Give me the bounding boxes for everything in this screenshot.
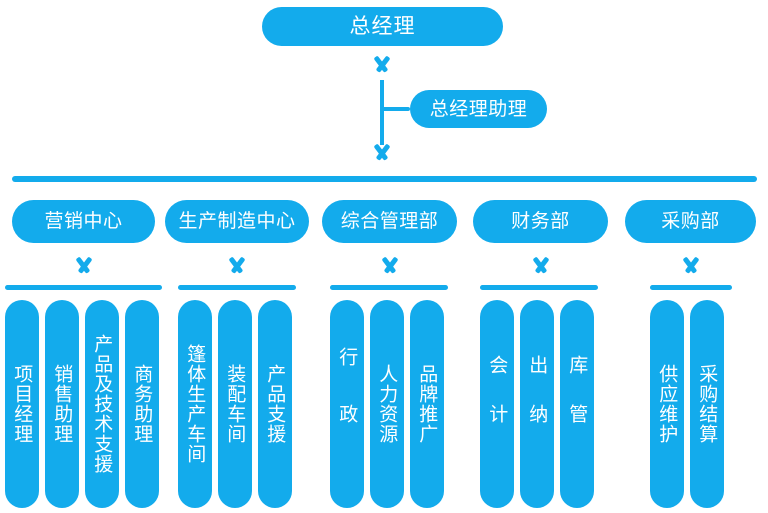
- leaf-label: 库管: [566, 355, 589, 453]
- dept-administration[interactable]: 综合管理部: [322, 200, 457, 243]
- leaf-finance-1[interactable]: 出纳: [520, 300, 554, 508]
- dept-production[interactable]: 生产制造中心: [165, 200, 309, 243]
- group-bus-purchasing: [650, 285, 732, 290]
- main-horizontal-bus: [12, 176, 757, 182]
- group-bus-finance: [480, 285, 598, 290]
- group-bus-production: [178, 285, 296, 290]
- leaf-label: 出纳: [526, 355, 549, 453]
- leaf-label: 装配车间: [224, 364, 247, 444]
- connector-gm-stem: [380, 80, 384, 145]
- leaf-administration-0[interactable]: 行政: [330, 300, 364, 508]
- node-general-manager[interactable]: 总经理: [262, 7, 503, 46]
- leaf-label: 项目经理: [11, 364, 34, 444]
- leaf-marketing-2[interactable]: 产品及技术支援: [85, 300, 119, 508]
- leaf-label: 采购结算: [696, 364, 719, 444]
- group-bus-marketing: [5, 285, 162, 290]
- chevron-down-icon-administration: [377, 258, 403, 273]
- leaf-purchasing-0[interactable]: 供应维护: [650, 300, 684, 508]
- leaf-marketing-3[interactable]: 商务助理: [125, 300, 159, 508]
- chevron-down-icon-gm: [369, 57, 395, 72]
- chevron-down-icon-purchasing: [678, 258, 704, 273]
- chevron-down-icon-finance: [528, 258, 554, 273]
- dept-finance[interactable]: 财务部: [473, 200, 608, 243]
- chevron-down-icon-marketing: [71, 258, 97, 273]
- chevron-down-icon-to-bus: [369, 145, 395, 160]
- leaf-label: 产品支援: [264, 364, 287, 444]
- leaf-label: 会计: [486, 355, 509, 453]
- connector-assistant-tee: [380, 107, 410, 111]
- leaf-label: 人力资源: [376, 364, 399, 444]
- leaf-production-1[interactable]: 装配车间: [218, 300, 252, 508]
- leaf-purchasing-1[interactable]: 采购结算: [690, 300, 724, 508]
- leaf-label: 销售助理: [51, 364, 74, 444]
- leaf-marketing-1[interactable]: 销售助理: [45, 300, 79, 508]
- leaf-label: 供应维护: [656, 364, 679, 444]
- dept-marketing[interactable]: 营销中心: [12, 200, 155, 243]
- node-general-manager-assistant[interactable]: 总经理助理: [410, 90, 547, 128]
- leaf-production-0[interactable]: 篷体生产车间: [178, 300, 212, 508]
- leaf-production-2[interactable]: 产品支援: [258, 300, 292, 508]
- leaf-finance-0[interactable]: 会计: [480, 300, 514, 508]
- group-bus-administration: [330, 285, 448, 290]
- leaf-administration-1[interactable]: 人力资源: [370, 300, 404, 508]
- leaf-label: 行政: [336, 347, 359, 461]
- leaf-label: 产品及技术支援: [91, 334, 114, 474]
- chevron-down-icon-production: [224, 258, 250, 273]
- leaf-marketing-0[interactable]: 项目经理: [5, 300, 39, 508]
- leaf-administration-2[interactable]: 品牌推广: [410, 300, 444, 508]
- leaf-finance-2[interactable]: 库管: [560, 300, 594, 508]
- leaf-label: 篷体生产车间: [184, 344, 207, 464]
- leaf-label: 商务助理: [131, 364, 154, 444]
- dept-purchasing[interactable]: 采购部: [625, 200, 756, 243]
- leaf-label: 品牌推广: [416, 364, 439, 444]
